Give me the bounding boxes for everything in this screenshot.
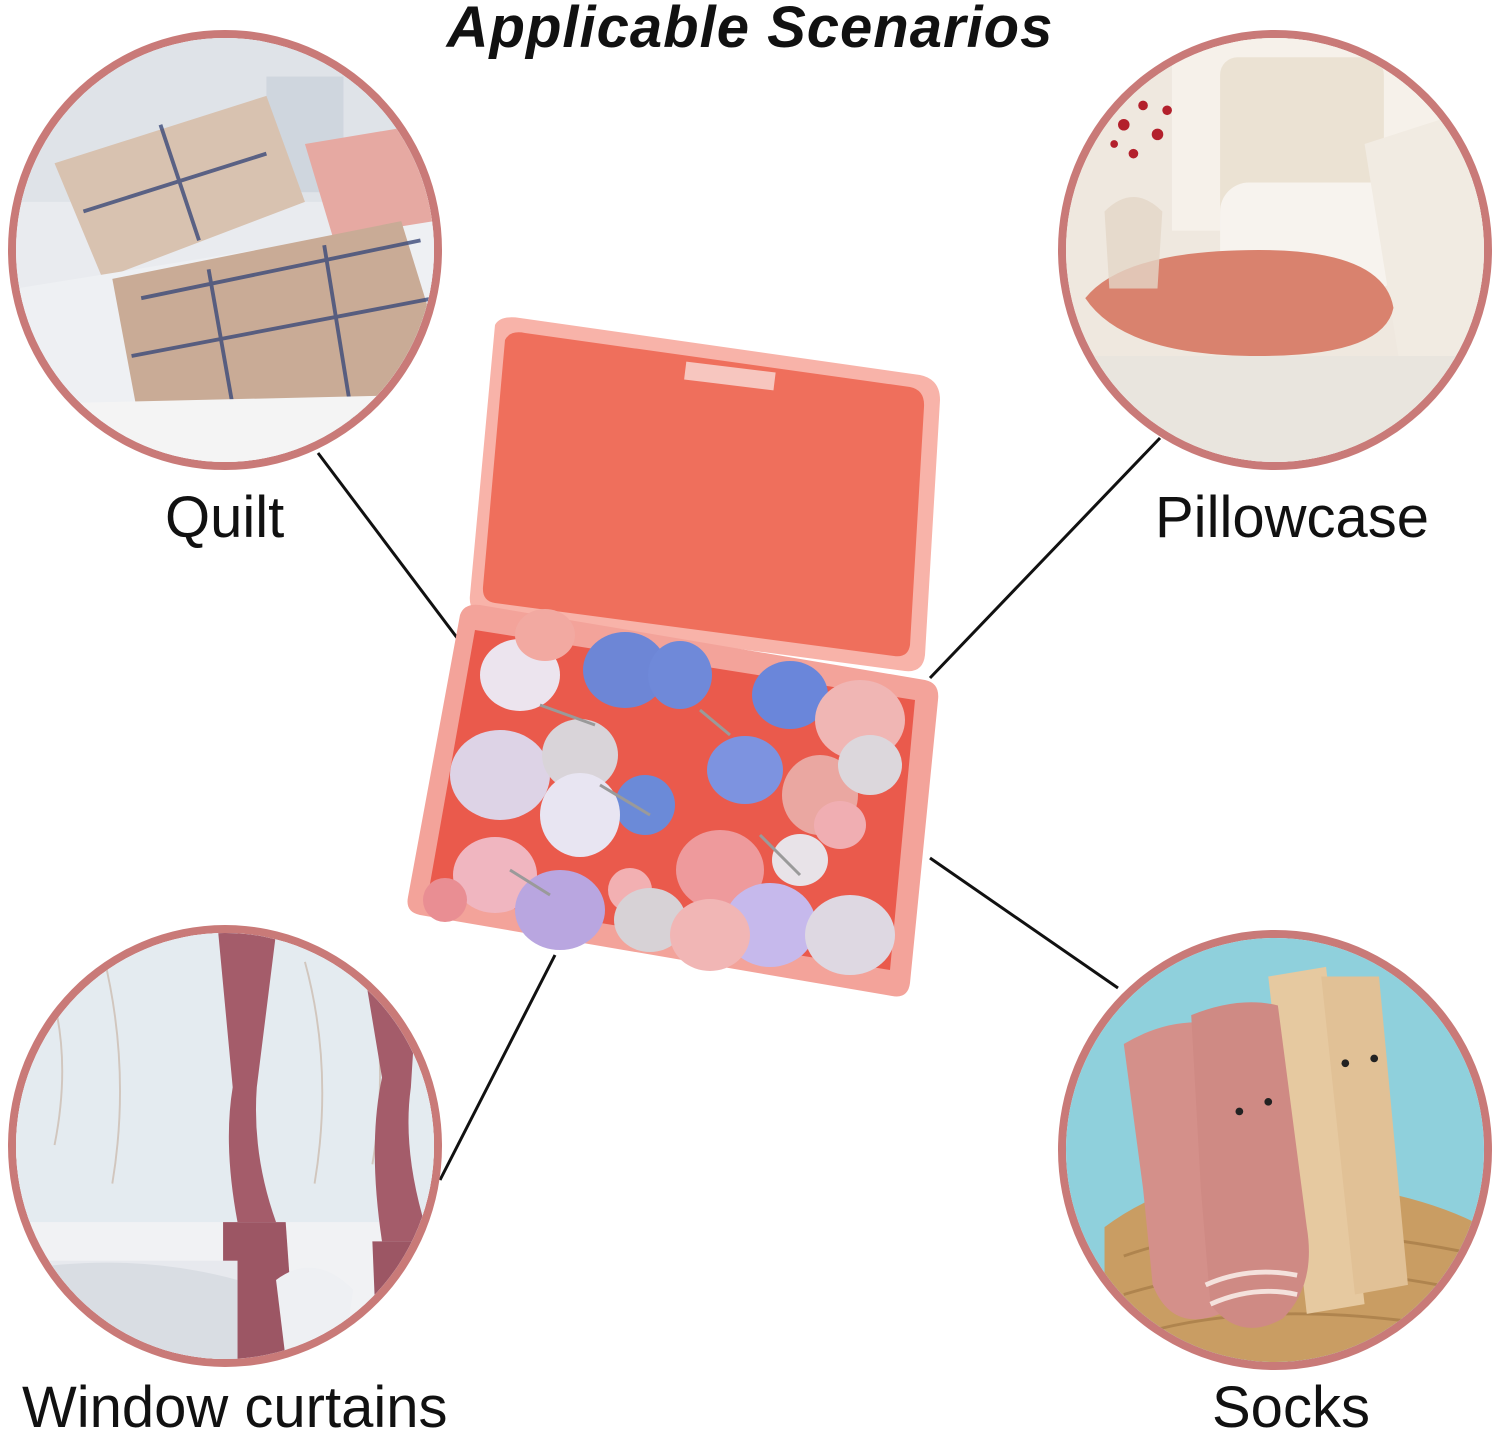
pillowcase-photo xyxy=(1058,30,1492,470)
scenario-label-socks: Socks xyxy=(1212,1375,1370,1440)
pin-storage-box-photo xyxy=(400,315,960,1055)
scenario-label-quilt: Quilt xyxy=(165,485,285,550)
page-title: Applicable Scenarios xyxy=(446,0,1054,60)
scenario-label-pillowcase: Pillowcase xyxy=(1155,485,1429,550)
scenario-label-window-curtains: Window curtains xyxy=(22,1375,448,1440)
connector-pillowcase xyxy=(928,436,1162,680)
quilt-photo xyxy=(8,30,442,470)
window-curtains-photo xyxy=(8,925,442,1367)
socks-photo xyxy=(1058,930,1492,1370)
